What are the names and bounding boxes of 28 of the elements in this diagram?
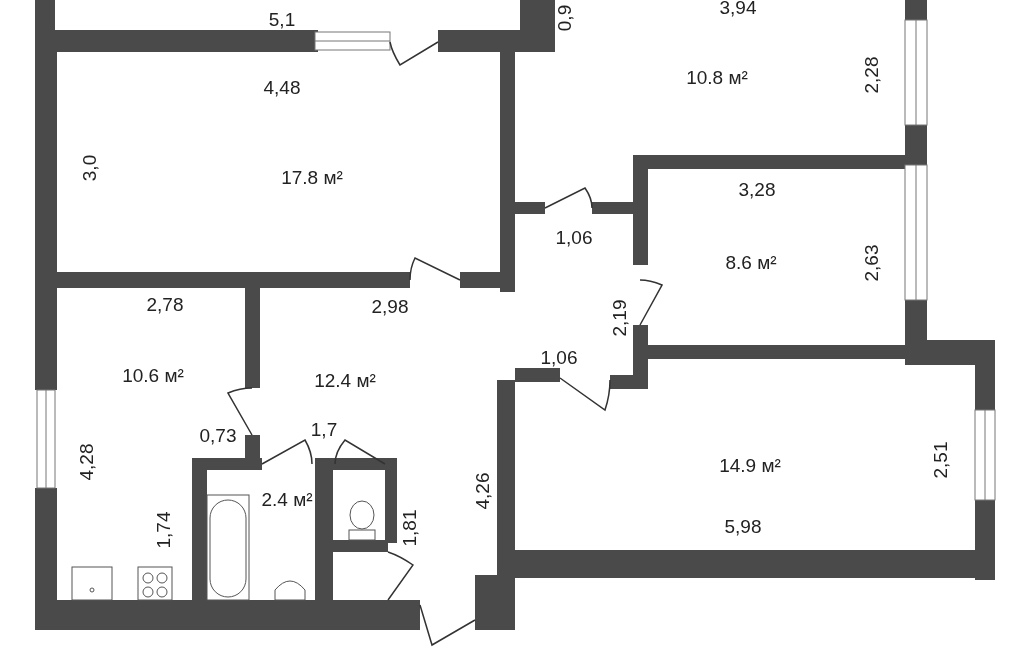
dimension-label: 2,63 (859, 244, 883, 282)
dimension-label: 4,48 (263, 75, 301, 100)
dimension-label: 4,26 (470, 472, 494, 510)
dimension-label: 1,06 (555, 225, 593, 250)
dimension-label: 1,81 (397, 509, 421, 547)
dimension-label: 0,73 (199, 423, 237, 448)
room-area-label: 10.8 м² (686, 65, 748, 90)
dimension-label: 0,9 (552, 4, 576, 32)
dimension-label: 5,1 (268, 7, 296, 32)
dimension-label: 4,28 (74, 443, 98, 481)
dimension-label: 2,98 (371, 294, 409, 319)
dimension-label: 1,06 (540, 345, 578, 370)
dimension-label: 1,7 (310, 417, 338, 442)
dimension-label: 5,98 (724, 514, 762, 539)
dimension-label: 2,19 (607, 299, 631, 337)
dimension-label: 2,78 (146, 292, 184, 317)
room-area-label: 8.6 м² (725, 250, 777, 275)
room-area-label: 14.9 м² (719, 453, 781, 478)
dimension-label: 1,74 (151, 511, 175, 549)
room-area-label: 2.4 м² (261, 487, 313, 512)
room-area-label: 17.8 м² (281, 165, 343, 190)
room-area-label: 12.4 м² (314, 368, 376, 393)
dimension-label: 2,51 (928, 441, 952, 479)
dimension-label: 3,28 (738, 177, 776, 202)
dimension-label: 2,28 (859, 56, 883, 94)
dimension-label: 3,0 (77, 154, 101, 182)
dimension-label: 3,94 (719, 0, 757, 20)
room-area-label: 10.6 м² (122, 363, 184, 388)
